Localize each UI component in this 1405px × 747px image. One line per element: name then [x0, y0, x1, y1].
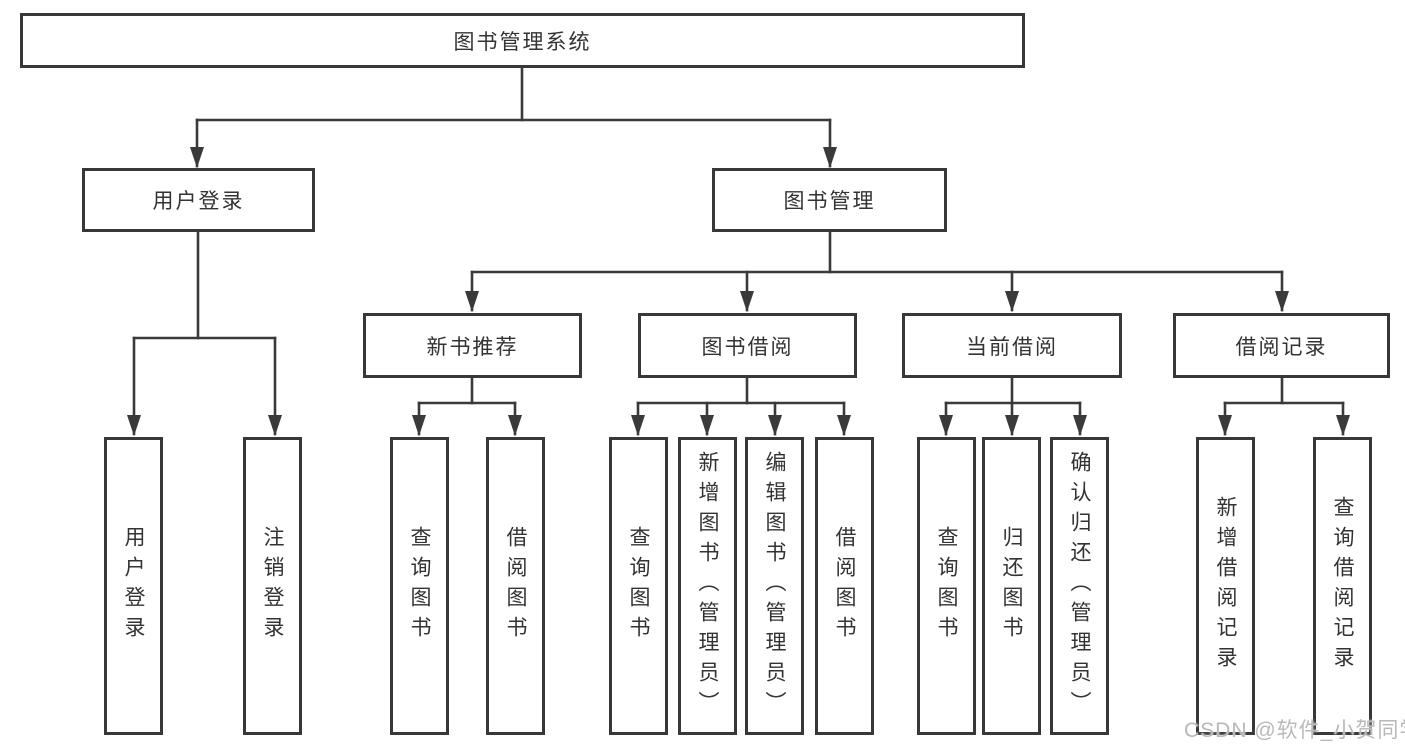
- connector-root-to-level2: [190, 66, 837, 168]
- leaf-recommend-borrow-book: 借阅图书: [486, 437, 545, 735]
- node-library-management-system: 图书管理系统: [20, 13, 1025, 68]
- node-label: 图书管理系统: [453, 30, 592, 54]
- node-user-login: 用户登录: [82, 168, 315, 232]
- leaf-label: 编辑图书（管理员）: [763, 451, 786, 721]
- csdn-watermark: CSDN @软件_小贺同学: [1184, 719, 1405, 742]
- leaf-logout: 注销登录: [243, 437, 302, 735]
- leaf-label: 注销登录: [261, 526, 284, 646]
- leaf-label: 归还图书: [1000, 526, 1023, 646]
- node-label: 图书借阅: [701, 335, 794, 359]
- leaf-user-login: 用户登录: [104, 437, 163, 735]
- connector-records-to-leaves: [1218, 376, 1350, 436]
- node-label: 当前借阅: [966, 335, 1058, 359]
- connector-recommend-to-leaves: [412, 376, 522, 436]
- leaf-return-book: 归还图书: [982, 437, 1041, 735]
- leaf-label: 查询借阅记录: [1331, 496, 1354, 676]
- leaf-label: 确认归还（管理员）: [1068, 451, 1091, 721]
- node-book-borrow: 图书借阅: [638, 313, 857, 378]
- node-current-borrow: 当前借阅: [902, 313, 1122, 378]
- leaf-add-book-admin: 新增图书（管理员）: [678, 437, 737, 735]
- leaf-add-borrow-record: 新增借阅记录: [1196, 437, 1255, 735]
- leaf-label: 查询图书: [627, 526, 650, 646]
- connector-borrow-to-leaves: [631, 376, 851, 436]
- node-label: 图书管理: [783, 190, 876, 213]
- node-borrow-records: 借阅记录: [1173, 313, 1390, 378]
- node-label: 用户登录: [152, 190, 245, 213]
- node-new-book-recommend: 新书推荐: [363, 313, 582, 378]
- connector-current-to-leaves: [939, 376, 1087, 436]
- leaf-query-borrow-record: 查询借阅记录: [1313, 437, 1372, 735]
- leaf-label: 借阅图书: [833, 526, 856, 646]
- node-label: 新书推荐: [426, 335, 519, 359]
- leaf-label: 查询图书: [408, 526, 431, 646]
- leaf-label: 借阅图书: [504, 526, 527, 646]
- leaf-label: 新增借阅记录: [1214, 496, 1237, 676]
- leaf-borrow-book: 借阅图书: [815, 437, 874, 735]
- node-label: 借阅记录: [1235, 335, 1328, 359]
- node-book-management: 图书管理: [712, 168, 947, 232]
- leaf-recommend-query-book: 查询图书: [390, 437, 449, 735]
- leaf-label: 用户登录: [122, 526, 145, 646]
- leaf-confirm-return-admin: 确认归还（管理员）: [1050, 437, 1109, 735]
- leaf-edit-book-admin: 编辑图书（管理员）: [745, 437, 804, 735]
- leaf-current-query-book: 查询图书: [917, 437, 976, 735]
- leaf-label: 查询图书: [935, 526, 958, 646]
- connector-mgmt-to-level3: [465, 230, 1289, 312]
- leaf-label: 新增图书（管理员）: [696, 451, 719, 721]
- connector-login-to-leaves: [127, 230, 282, 436]
- leaf-borrow-query-book: 查询图书: [609, 437, 668, 735]
